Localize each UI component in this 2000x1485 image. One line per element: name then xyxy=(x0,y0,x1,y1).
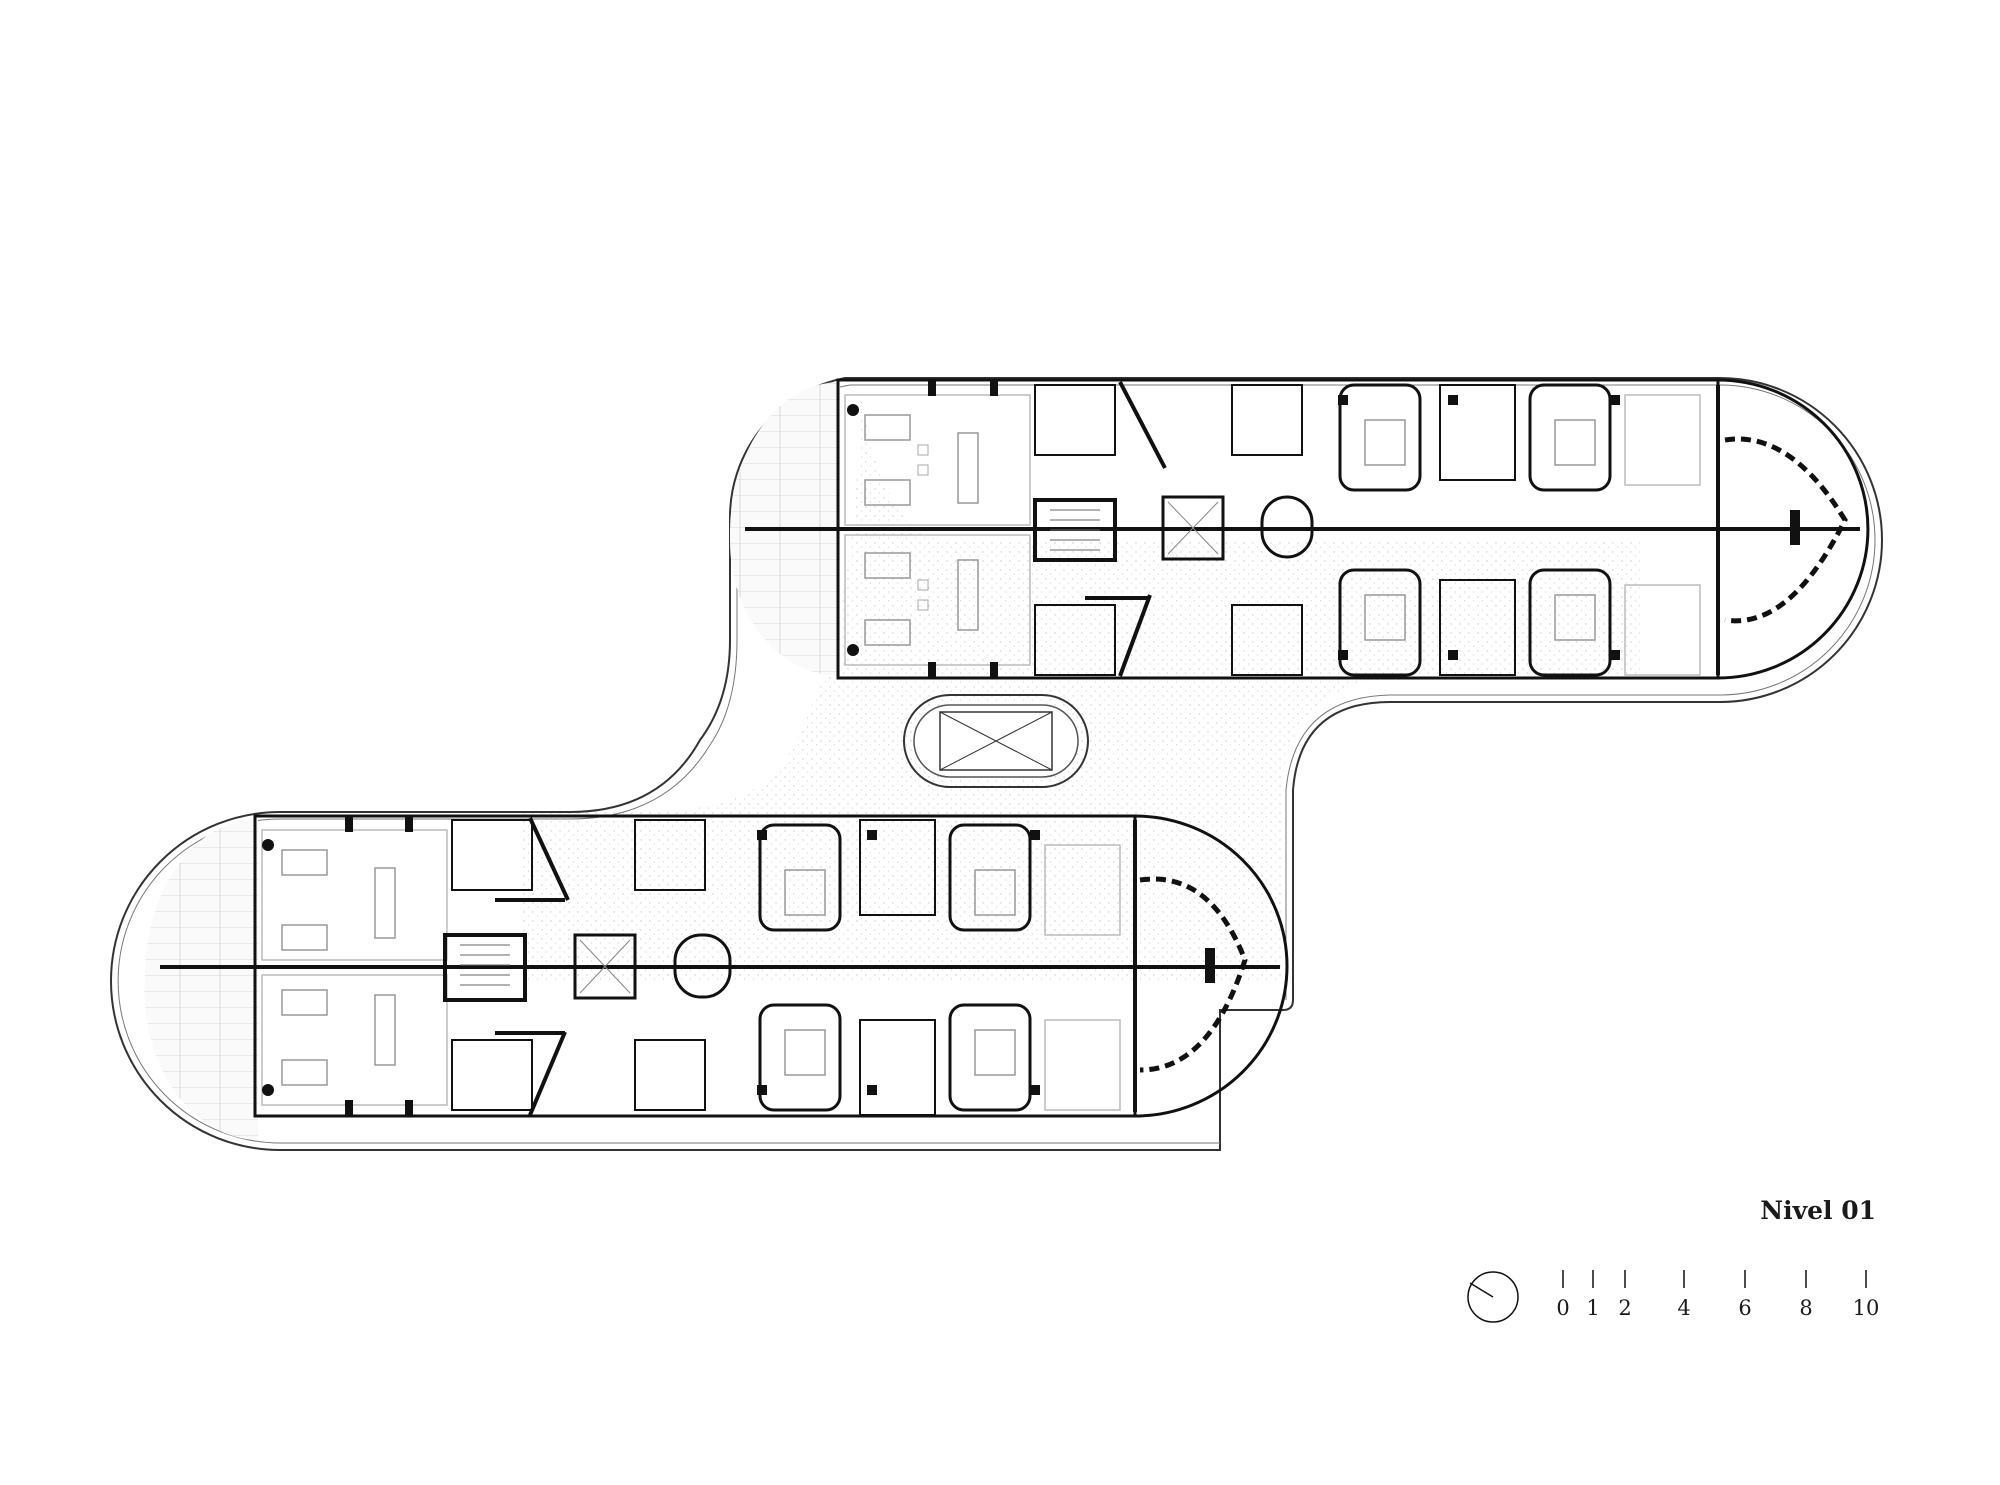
central-oval xyxy=(903,694,1089,788)
scale-label-8: 8 xyxy=(1799,1296,1813,1320)
lower-block xyxy=(144,814,1289,1140)
scale-label-2: 2 xyxy=(1618,1296,1632,1320)
scale-label-0: 0 xyxy=(1556,1296,1570,1320)
upper-block xyxy=(729,378,1870,680)
scale-label-10: 10 xyxy=(1852,1296,1880,1320)
scale-label-4: 4 xyxy=(1677,1296,1691,1320)
scale-label-6: 6 xyxy=(1738,1296,1752,1320)
plaza-paving xyxy=(520,382,1640,980)
slab-outline xyxy=(110,377,1883,1151)
north-compass-icon xyxy=(1467,1271,1519,1323)
drawing-title: Nivel 01 xyxy=(1760,1196,1876,1225)
scale-bar xyxy=(1562,1270,1867,1288)
scale-label-1: 1 xyxy=(1586,1296,1600,1320)
lower-west-terrace xyxy=(144,818,258,1140)
